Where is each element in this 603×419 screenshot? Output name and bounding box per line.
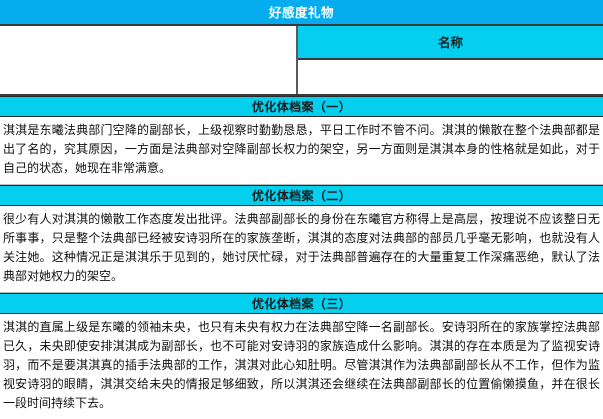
gift-table-name-value-cell xyxy=(298,60,603,92)
profile-section-3-body: 淇淇的直属上级是东曦的领袖未央，也只有未央有权力在法典部空降一名副部长。安诗羽所… xyxy=(0,314,603,419)
gift-table-column-blank xyxy=(0,26,298,94)
section-divider xyxy=(0,292,603,293)
profile-section-2-body: 很少有人对淇淇的懒散工作态度发出批评。法典部副部长的身份在东曦官方称得上是高层，… xyxy=(0,206,603,292)
gift-table-blank-header-cell xyxy=(0,26,296,60)
gift-table-blank-value-cell xyxy=(0,60,296,94)
gift-table-column-name: 名称 xyxy=(298,26,603,94)
profile-section-3: 优化体档案（三） 淇淇的直属上级是东曦的领袖未央，也只有未央有权力在法典部空降一… xyxy=(0,293,603,419)
profile-section-1-body: 淇淇是东曦法典部门空降的副部长，上级视察时勤勤恳恳，平日工作时不管不问。淇淇的懒… xyxy=(0,117,603,184)
profile-section-1-title: 优化体档案（一） xyxy=(0,96,603,117)
page-title: 好感度礼物 xyxy=(0,0,603,26)
gift-table-name-header-cell: 名称 xyxy=(298,26,603,60)
section-divider xyxy=(0,184,603,185)
profile-section-2: 优化体档案（二） 很少有人对淇淇的懒散工作态度发出批评。法典部副部长的身份在东曦… xyxy=(0,185,603,292)
profile-section-3-title: 优化体档案（三） xyxy=(0,293,603,314)
profile-section-1: 优化体档案（一） 淇淇是东曦法典部门空降的副部长，上级视察时勤勤恳恳，平日工作时… xyxy=(0,96,603,184)
profile-section-2-title: 优化体档案（二） xyxy=(0,185,603,206)
gift-table: 名称 xyxy=(0,26,603,96)
